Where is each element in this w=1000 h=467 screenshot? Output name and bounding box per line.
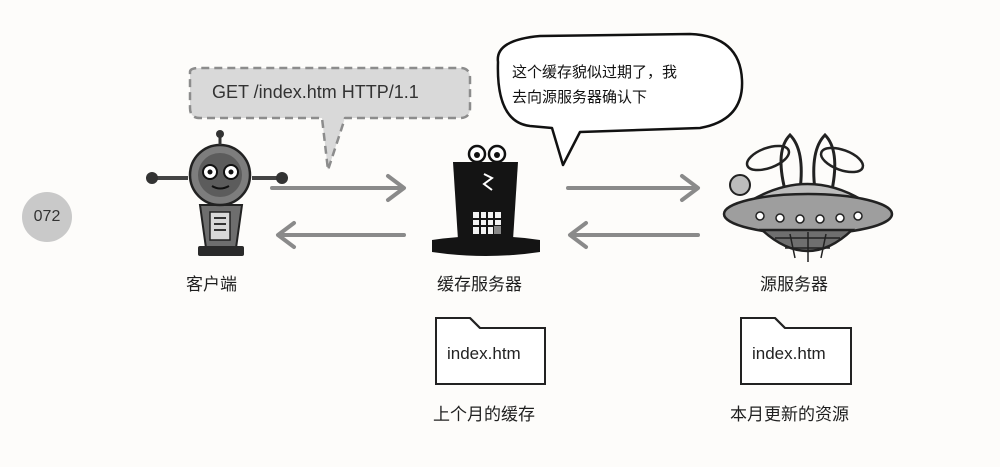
origin-server-label: 源服务器 xyxy=(760,275,828,295)
speech-line-2: 去向源服务器确认下 xyxy=(512,88,648,106)
arrow-client-to-cache xyxy=(270,174,406,202)
cache-server-label: 缓存服务器 xyxy=(437,275,522,295)
origin-file-caption: 本月更新的资源 xyxy=(730,405,849,425)
page-number-badge: 072 xyxy=(22,192,72,242)
cache-file-caption: 上个月的缓存 xyxy=(433,405,535,425)
request-line-text: GET /index.htm HTTP/1.1 xyxy=(212,82,419,102)
arrow-cache-to-origin xyxy=(566,174,700,202)
origin-file-name: index.htm xyxy=(752,344,826,363)
client-label: 客户端 xyxy=(186,275,237,295)
speech-bubble xyxy=(496,32,744,167)
arrow-cache-to-client xyxy=(276,221,406,249)
origin-server-icon xyxy=(722,132,894,262)
arrow-origin-to-cache xyxy=(568,221,700,249)
cache-file-icon xyxy=(435,317,546,385)
speech-line-1: 这个缓存貌似过期了，我 xyxy=(512,63,678,81)
origin-file-icon xyxy=(740,317,852,385)
request-bubble xyxy=(188,66,472,172)
cache-file-name: index.htm xyxy=(447,344,521,363)
cache-server-window xyxy=(473,212,501,234)
client-robot-icon xyxy=(146,130,288,256)
cache-server-icon xyxy=(432,144,540,256)
